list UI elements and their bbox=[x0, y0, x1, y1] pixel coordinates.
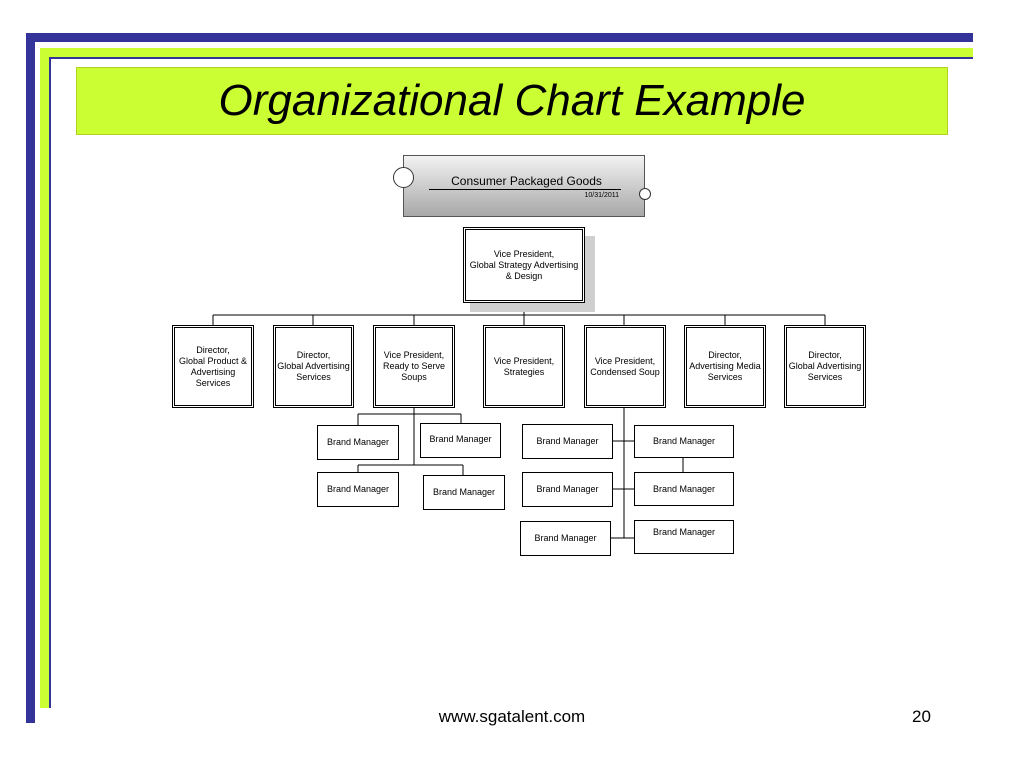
brand-manager-box: Brand Manager bbox=[420, 423, 501, 458]
dept-node-global-advertising-2: Director, Global Advertising Services bbox=[784, 325, 866, 408]
frame-inner-line-top bbox=[49, 57, 973, 59]
dept-node-global-advertising: Director, Global Advertising Services bbox=[273, 325, 354, 408]
brand-manager-box: Brand Manager bbox=[634, 425, 734, 458]
vp-node: Vice President, Global Strategy Advertis… bbox=[463, 227, 585, 303]
footer-url: www.sgatalent.com bbox=[438, 707, 586, 726]
brand-manager-box: Brand Manager bbox=[317, 472, 399, 507]
frame-top-green-bar bbox=[40, 48, 973, 57]
root-node-date: 10/31/2011 bbox=[584, 192, 619, 199]
frame-left-blue-bar bbox=[26, 33, 35, 723]
frame-top-blue-bar bbox=[26, 33, 973, 42]
brand-manager-box: Brand Manager bbox=[520, 521, 611, 556]
brand-manager-box: Brand Manager bbox=[317, 425, 399, 460]
brand-manager-box: Brand Manager bbox=[423, 475, 505, 510]
dept-node-ready-to-serve-soups: Vice President, Ready to Serve Soups bbox=[373, 325, 455, 408]
brand-manager-box: Brand Manager bbox=[522, 424, 613, 459]
root-node: Consumer Packaged Goods 10/31/2011 bbox=[403, 155, 645, 217]
frame-left-green-bar bbox=[40, 48, 49, 708]
page-number: 20 bbox=[912, 707, 931, 726]
dept-node-strategies: Vice President, Strategies bbox=[483, 325, 565, 408]
brand-manager-box: Brand Manager bbox=[634, 472, 734, 506]
root-node-handle-right bbox=[639, 188, 651, 200]
root-node-underline bbox=[429, 189, 621, 190]
brand-manager-box: Brand Manager bbox=[634, 520, 734, 554]
dept-node-advertising-media: Director, Advertising Media Services bbox=[684, 325, 766, 408]
root-node-label: Consumer Packaged Goods bbox=[451, 174, 602, 188]
brand-manager-box: Brand Manager bbox=[522, 472, 613, 507]
title-banner: Organizational Chart Example bbox=[76, 67, 948, 135]
dept-node-global-product-advertising: Director, Global Product & Advertising S… bbox=[172, 325, 254, 408]
frame-inner-line bbox=[49, 57, 51, 708]
root-node-handle-left bbox=[393, 167, 414, 188]
slide-title: Organizational Chart Example bbox=[218, 76, 806, 125]
dept-node-condensed-soup: Vice President, Condensed Soup bbox=[584, 325, 666, 408]
